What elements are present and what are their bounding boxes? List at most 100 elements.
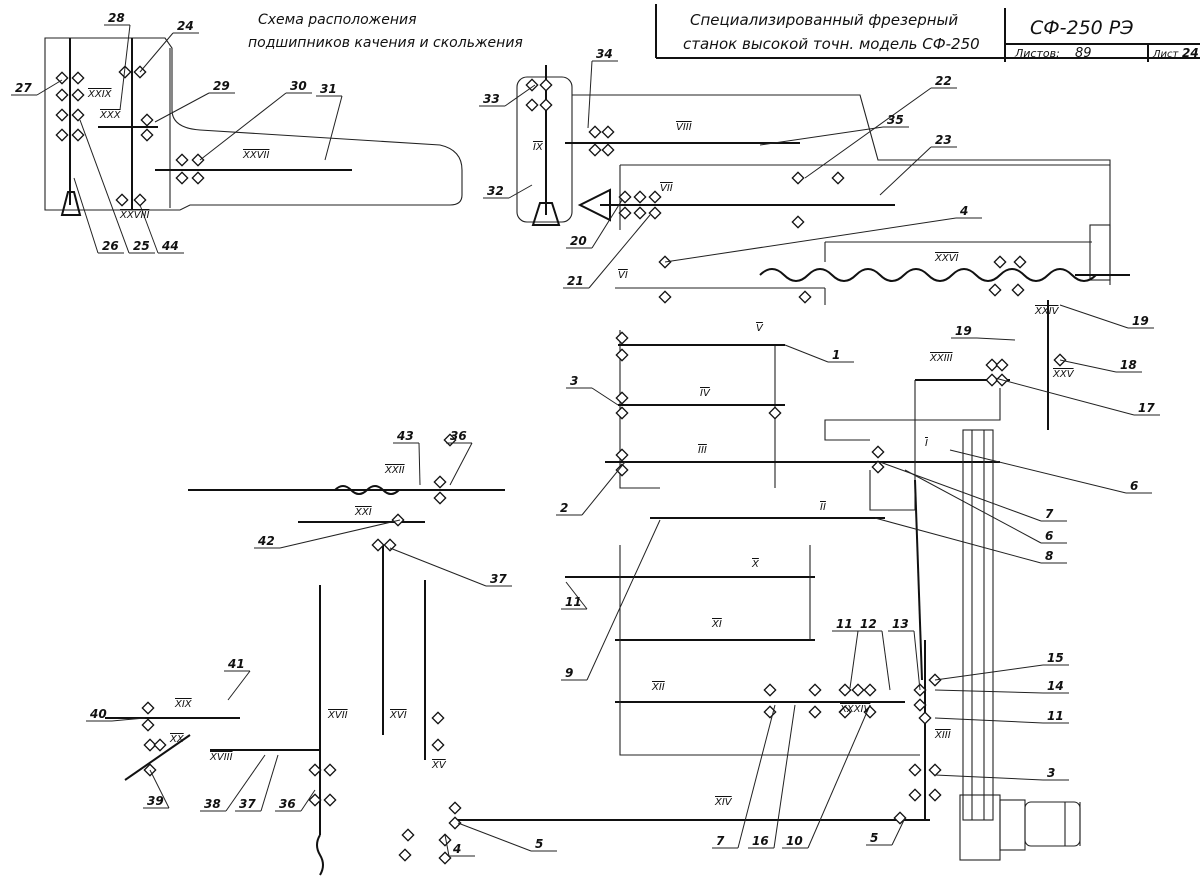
leader-line <box>591 199 623 249</box>
callout-15: 15 <box>1047 651 1064 665</box>
callout-34: 34 <box>596 47 613 61</box>
leader-line <box>913 630 921 691</box>
callout-1: 1 <box>832 348 840 362</box>
caption-line2: подшипников качения и скольжения <box>248 35 523 51</box>
callout-32: 32 <box>487 184 504 198</box>
bearing-icon <box>448 816 462 830</box>
bearing-icon <box>838 705 852 719</box>
shaft-label-xi: XI <box>711 619 722 630</box>
bearing-icon <box>798 290 812 304</box>
bearing-icon <box>55 71 69 85</box>
leader-line <box>587 60 593 129</box>
shaft-label-ii: II <box>820 502 826 513</box>
shaft-label-xiii: XIII <box>934 730 951 741</box>
callout-3: 3 <box>570 374 578 388</box>
callout-20: 20 <box>570 234 587 248</box>
leader-line <box>1059 359 1117 373</box>
shaft-label-iii: III <box>698 445 707 456</box>
callout-44: 44 <box>161 239 179 253</box>
bearing-icon <box>175 153 189 167</box>
bearing-icon <box>615 463 629 477</box>
bearing-icon <box>191 153 205 167</box>
shaft-labels: XXIXXXXXXVIIXXVIIIIXVIIIVIIVIXXVIVIVIIII… <box>87 89 1075 808</box>
leader-line <box>227 670 251 701</box>
callout-28: 28 <box>108 11 125 25</box>
shaft-label-i: I <box>925 438 928 449</box>
leader-line <box>260 754 279 812</box>
bearing-symbols <box>55 65 1067 865</box>
bearing-icon <box>140 113 154 127</box>
leader-line <box>581 461 626 516</box>
leader-line <box>565 581 588 610</box>
callout-31: 31 <box>320 82 337 96</box>
bearing-icon <box>808 705 822 719</box>
bearing-icon <box>648 190 662 204</box>
leader-line <box>449 442 473 486</box>
shaft-label-xxx: XXX <box>99 110 122 121</box>
callout-24: 24 <box>177 19 194 33</box>
leader-line <box>591 387 619 406</box>
leader-line <box>664 217 957 263</box>
feed-mechanism <box>105 485 505 876</box>
callout-10: 10 <box>786 834 803 848</box>
leader-line <box>457 822 532 852</box>
bearing-icon <box>918 711 932 725</box>
leader-line <box>111 717 146 722</box>
leader-line <box>139 32 174 73</box>
callout-6: 6 <box>1045 529 1053 543</box>
shaft-label-ix: IX <box>533 142 544 153</box>
bearing-icon <box>133 193 147 207</box>
bearing-icon <box>401 828 415 842</box>
shaft-label-xviii: XVIII <box>209 752 233 763</box>
leader-line <box>934 664 1044 681</box>
bearing-icon <box>71 88 85 102</box>
sheets-label: Листов: <box>1014 47 1060 60</box>
callout-14: 14 <box>1047 679 1064 693</box>
leader-line <box>279 519 401 549</box>
bearing-icon <box>633 206 647 220</box>
leader-line <box>879 146 932 196</box>
callout-19: 19 <box>955 324 972 338</box>
bearing-icon <box>153 738 167 752</box>
leader-line <box>849 630 859 689</box>
bearing-icon <box>985 373 999 387</box>
leader-line <box>79 119 130 254</box>
leader-line <box>904 469 1042 544</box>
bearing-icon <box>448 801 462 815</box>
callout-17: 17 <box>1138 401 1155 415</box>
callout-42: 42 <box>257 534 275 548</box>
bearing-icon <box>383 538 397 552</box>
bearing-icon <box>438 833 452 847</box>
bearing-icon <box>768 406 782 420</box>
bearing-icon <box>993 255 1007 269</box>
leader-line <box>154 92 210 123</box>
bearing-icon <box>808 683 822 697</box>
callout-37: 37 <box>490 572 507 586</box>
callout-5: 5 <box>535 837 543 851</box>
bearing-icon <box>141 718 155 732</box>
bearing-icon <box>55 128 69 142</box>
title-block: Специализированный фрезерный станок высо… <box>655 4 1200 62</box>
sheets-value: 89 <box>1075 46 1092 61</box>
bearing-icon <box>118 65 132 79</box>
bearing-icon <box>615 331 629 345</box>
leader-line <box>504 84 536 107</box>
bearing-icon <box>791 171 805 185</box>
callout-22: 22 <box>935 74 952 88</box>
shaft-label-xiv: XIV <box>714 797 733 808</box>
bearing-icon <box>618 190 632 204</box>
bearing-icon <box>928 788 942 802</box>
bearing-icon <box>871 445 885 459</box>
leader-line <box>508 184 533 199</box>
bearing-icon <box>433 491 447 505</box>
bearing-icon <box>908 763 922 777</box>
bearing-icon <box>588 125 602 139</box>
callout-19: 19 <box>1132 314 1149 328</box>
callout-7: 7 <box>1045 507 1054 521</box>
bearing-icon <box>175 171 189 185</box>
bearing-icon <box>893 811 907 825</box>
leader-line <box>934 717 1044 724</box>
bearing-icon <box>601 125 615 139</box>
bearing-icon <box>763 683 777 697</box>
callout-13: 13 <box>892 617 909 631</box>
